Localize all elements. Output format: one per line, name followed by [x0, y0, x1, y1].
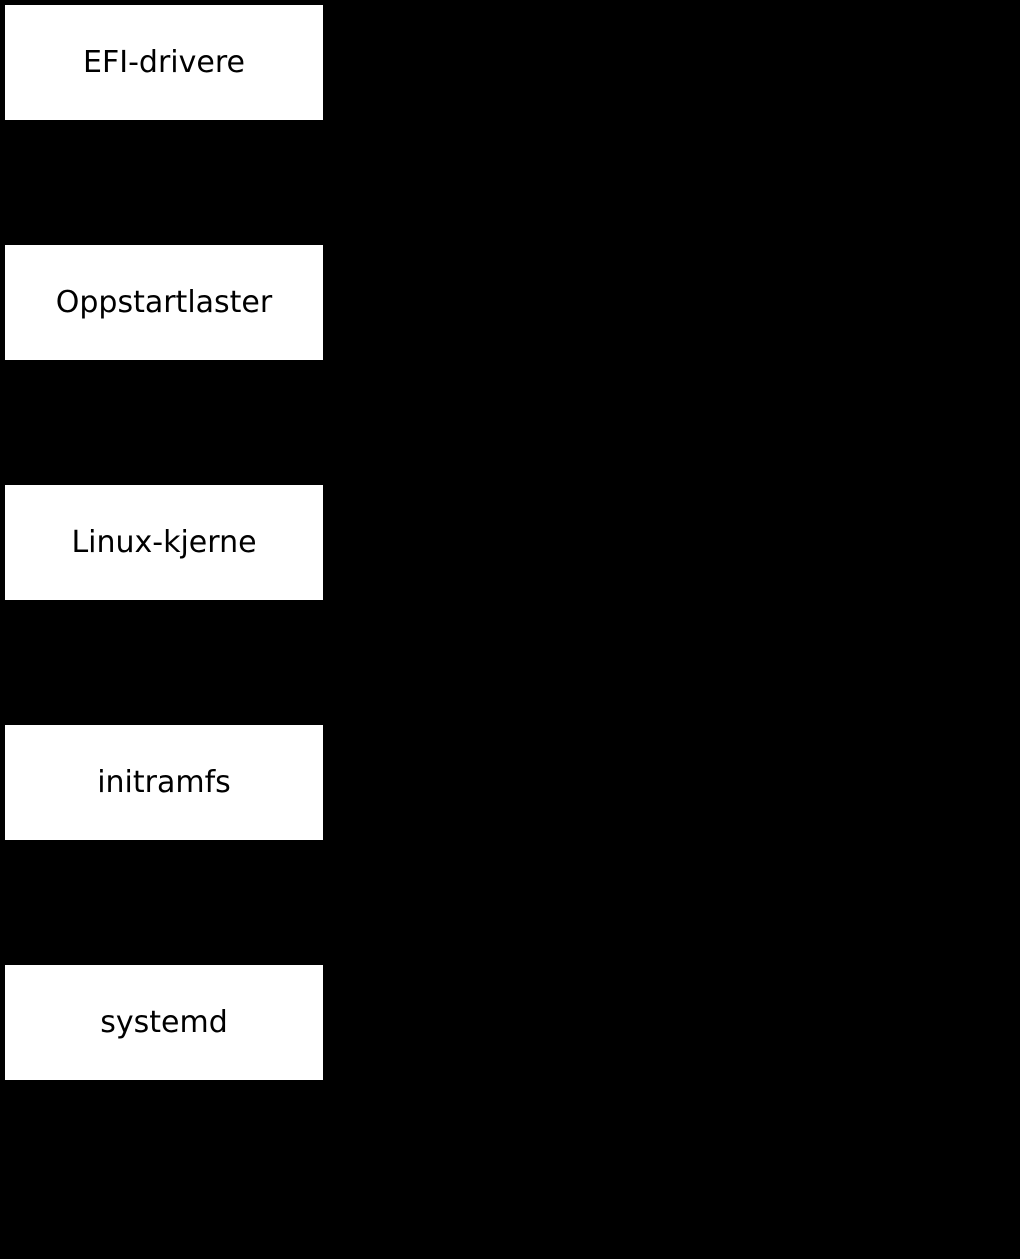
node-oppstartlaster-label: Oppstartlaster: [55, 284, 273, 320]
node-initramfs-label: initramfs: [97, 764, 231, 800]
node-efi-drivere: EFI-drivere: [5, 5, 323, 120]
node-linux-kjerne: Linux-kjerne: [5, 485, 323, 600]
node-efi-drivere-label: EFI-drivere: [83, 44, 245, 80]
node-systemd: systemd: [5, 965, 323, 1080]
node-linux-kjerne-label: Linux-kjerne: [71, 524, 257, 560]
node-oppstartlaster: Oppstartlaster: [5, 245, 323, 360]
node-initramfs: initramfs: [5, 725, 323, 840]
node-systemd-label: systemd: [100, 1004, 228, 1040]
